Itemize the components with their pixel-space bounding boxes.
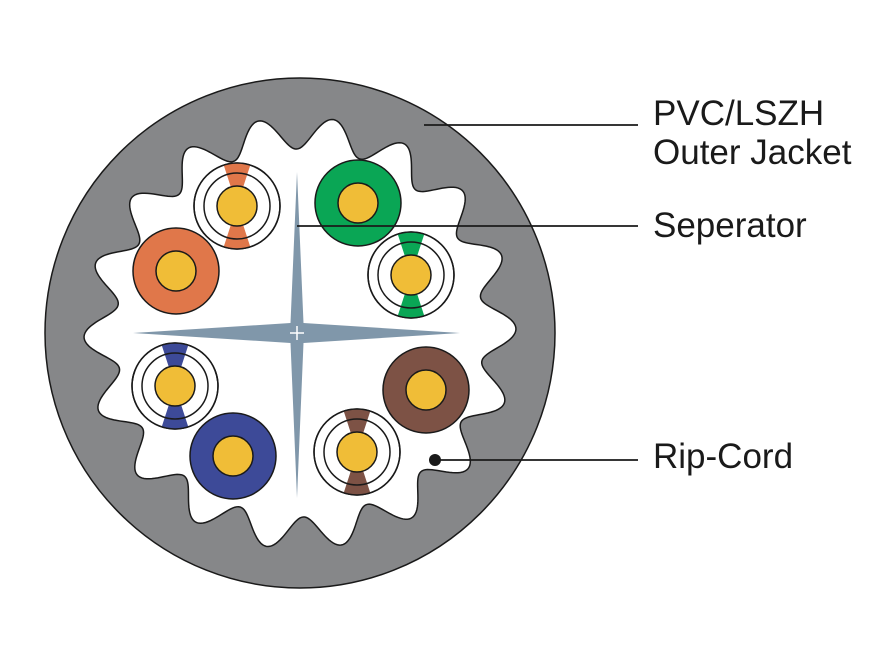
wire-conductor [336, 431, 378, 473]
wire-conductor [155, 250, 197, 292]
wire-inner-ring [141, 352, 209, 420]
wire-inner-ring [323, 418, 391, 486]
wire-pair-green [314, 159, 455, 319]
rip-cord-label: Rip-Cord [653, 437, 793, 476]
wire-solid-brown [382, 346, 470, 434]
wire-green-white-stripe [367, 231, 455, 319]
wire-conductor [390, 254, 432, 296]
separator-label: Seperator [653, 206, 807, 245]
wire-pair-orange [132, 162, 281, 315]
wire-outline [193, 162, 281, 250]
wire-orange-white-stripe [193, 162, 281, 250]
wire-solid-green [314, 159, 402, 247]
wire-inner-ring [203, 172, 271, 240]
wire-outline [313, 408, 401, 496]
wire-solid-orange [132, 227, 220, 315]
wire-conductor [337, 182, 379, 224]
wire-conductor [154, 365, 196, 407]
wire-conductor [216, 185, 258, 227]
jacket-label-line2: Outer Jacket [653, 133, 852, 172]
wire-conductor [212, 435, 254, 477]
wire-conductor [405, 369, 447, 411]
wire-outline [367, 231, 455, 319]
wire-solid-blue [189, 412, 277, 500]
wire-brown-white-stripe [313, 408, 401, 496]
wire-pair-brown [313, 346, 470, 496]
jacket-label-line1: PVC/LSZH [653, 94, 824, 133]
wire-inner-ring [377, 241, 445, 309]
wire-blue-white-stripe [131, 342, 219, 430]
wire-outline [131, 342, 219, 430]
wire-pair-blue [131, 342, 277, 500]
